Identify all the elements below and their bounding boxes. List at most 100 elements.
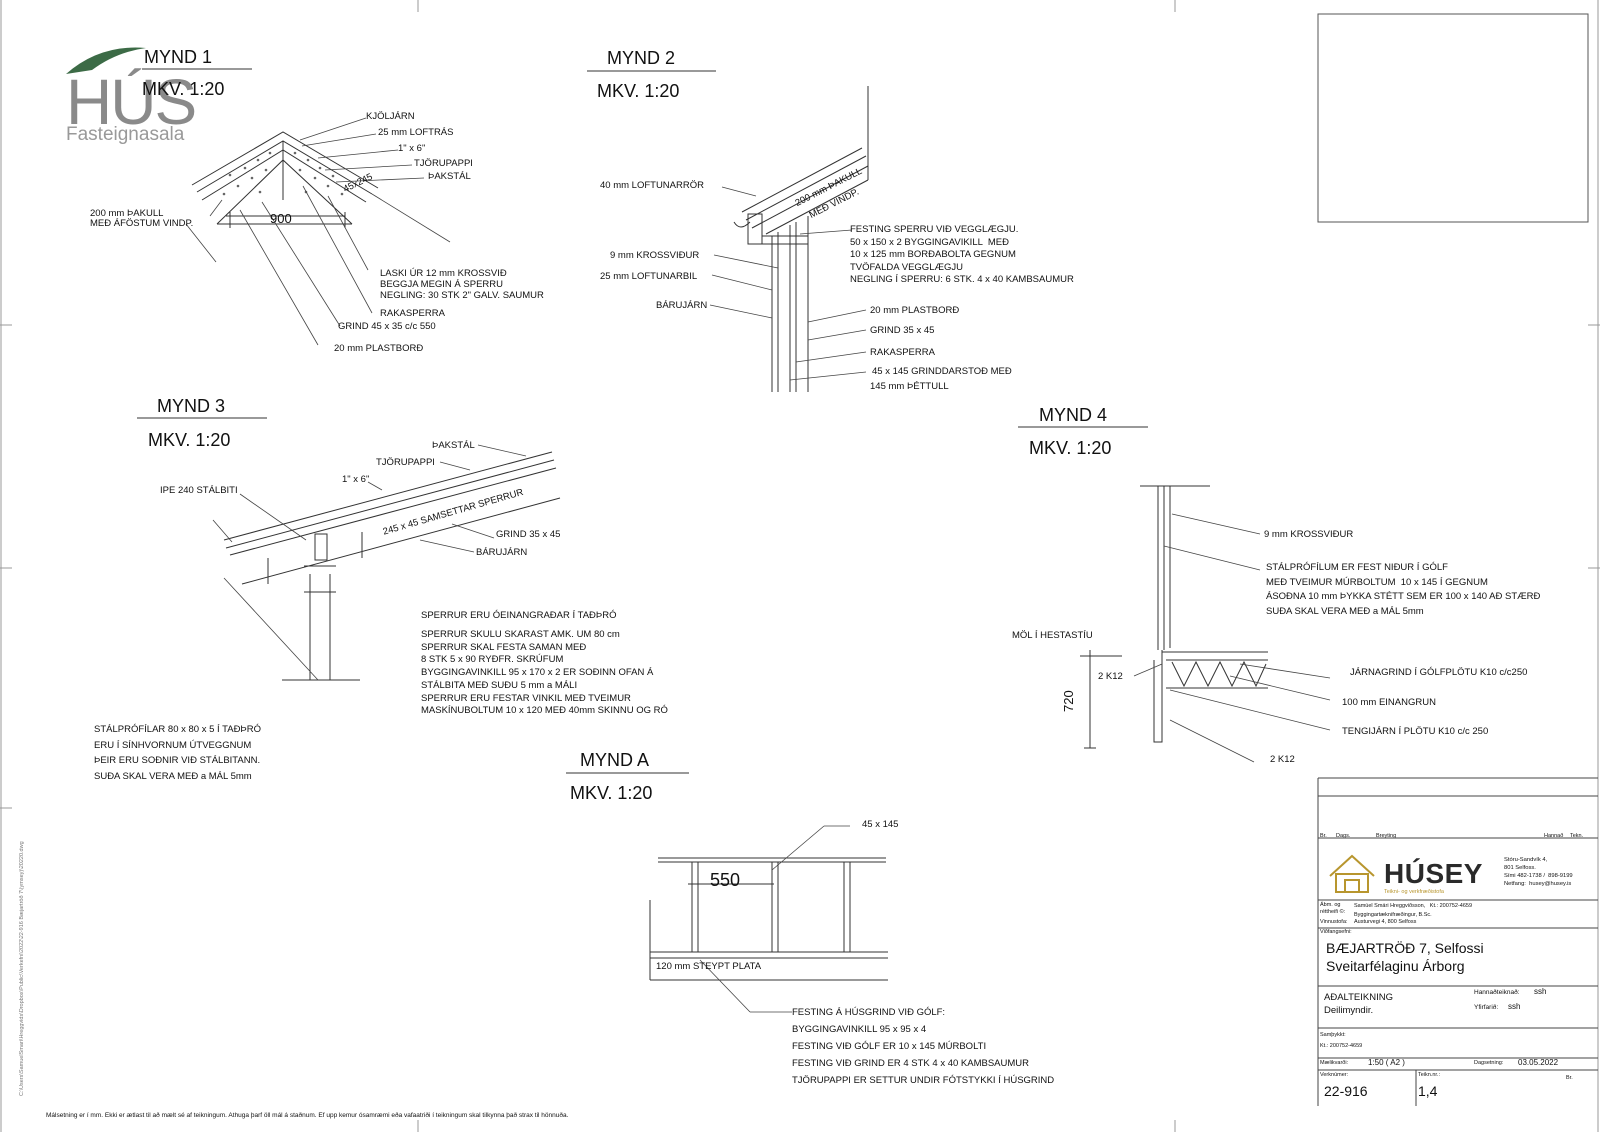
mynd3-rafter-drawing <box>223 451 561 681</box>
office-label: Vinnustofa: <box>1320 919 1348 925</box>
date-label: Dagsetning: <box>1474 1060 1504 1066</box>
mynd3-label: TJÖRUPAPPI <box>376 457 435 468</box>
myndA-label: 120 mm STEYPT PLATA <box>656 961 762 972</box>
subject-label: Viðfangsefni: <box>1320 929 1352 935</box>
drawing-type: AÐALTEIKNING <box>1324 992 1393 1003</box>
mynd2-label: 145 mm ÞÉTTULL <box>870 381 949 392</box>
mynd3-label: ÞAKSTÁL <box>432 440 475 451</box>
file-path: C:\Users\SamuelSmari\Hreggvids\Dropbox\P… <box>19 841 25 1096</box>
rev-header: Hannað <box>1544 833 1564 839</box>
mynd3-label: BÁRUJÁRN <box>476 547 528 558</box>
mynd1-label: MEÐ ÁFÖSTUM VINDP. <box>90 218 194 229</box>
mynd1-label: 25 mm LOFTRÁS <box>378 127 454 138</box>
mynd2-leaders <box>709 186 867 381</box>
approved-kt: Kt.: 200752-4659 <box>1320 1043 1363 1049</box>
logo-tagline: Fasteignasala <box>66 124 185 145</box>
rev-header: Dags. <box>1336 833 1351 839</box>
scale-value: 1:50 ( A2 ) <box>1368 1058 1405 1067</box>
myndA-scale: MKV. 1:20 <box>570 783 653 803</box>
mynd4-label: 2 K12 <box>1098 671 1123 682</box>
mynd4-slab-drawing <box>1080 485 1268 749</box>
mynd1-label: 20 mm PLASTBORÐ <box>334 343 424 354</box>
project-name: BÆJARTRÖÐ 7, Selfossi Sveitarfélaginu Ár… <box>1326 940 1484 974</box>
rev-header: Tekn. <box>1570 833 1584 839</box>
husey-house-icon <box>1329 854 1375 893</box>
mynd2-label: GRIND 35 x 45 <box>870 325 935 336</box>
designed-value: ssh <box>1534 987 1547 996</box>
mynd4-label: TENGIJÁRN Í PLÖTU K10 c/c 250 <box>1342 726 1489 737</box>
mynd2-title: MYND 2 <box>607 48 676 68</box>
footer-note: Málsetning er í mm. Ekki er ætlast til a… <box>46 1112 569 1119</box>
date-value: 03.05.2022 <box>1518 1058 1559 1067</box>
mynd3-note: STÁLPRÓFÍLAR 80 x 80 x 5 Í TAÐÞRÓ ERU Í … <box>94 724 262 782</box>
mynd2-eaves-drawing <box>733 86 869 392</box>
mynd2-label: BÁRUJÁRN <box>656 300 708 311</box>
mynd2-note: FESTING SPERRU VIÐ VEGGLÆGJU. 50 x 150 x… <box>850 224 1074 285</box>
mynd4-title: MYND 4 <box>1039 405 1108 425</box>
office-value: Austurvegi 4, 800 Selfoss <box>1354 919 1417 925</box>
mynd1-label: 200 mm ÞAKULL <box>90 208 164 219</box>
designer-label: Ábm. og réttheifi ©: <box>1320 902 1346 915</box>
designed-label: Hannaðteiknað: <box>1474 989 1520 996</box>
mynd4-label: MÖL Í HESTASTÍU <box>1012 630 1093 641</box>
mynd1-label: 1" x 6" <box>398 143 426 154</box>
mynd1-label: TJÖRUPAPPI <box>414 158 473 169</box>
mynd1-title: MYND 1 <box>144 47 213 67</box>
myndA-floor-drawing <box>649 857 888 981</box>
approved-label: Samþykkt: <box>1320 1032 1346 1038</box>
myndA-title: MYND A <box>580 750 650 770</box>
mynd3-leaders <box>212 444 527 681</box>
myndA-label: 45 x 145 <box>862 819 899 830</box>
mynd1-label: NEGLING: 30 STK 2" GALV. SAUMUR <box>380 290 544 301</box>
mynd4-label: 9 mm KROSSVIÐUR <box>1264 529 1354 540</box>
mynd1-label: KJÖLJÁRN <box>366 111 415 122</box>
mynd2-label: 25 mm LOFTUNARBIL <box>600 271 698 282</box>
rev-header: Breyting <box>1376 833 1397 839</box>
mynd3-label: 1" x 6" <box>342 474 370 485</box>
scale-label: Mælikvarði: <box>1320 1060 1349 1066</box>
mynd3-note: SPERRUR ERU ÓEINANGRAÐAR Í TAÐÞRÓ <box>421 610 617 621</box>
mynd1-label: ÞAKSTÁL <box>428 171 471 182</box>
view-title-underlines <box>137 68 1148 774</box>
husey-subtitle: Teikni- og verkfræðistofa <box>1384 889 1444 895</box>
mynd1-hatch <box>222 151 344 196</box>
mynd2-label: RAKASPERRA <box>870 347 935 358</box>
logo-wordmark: HÚS <box>66 66 197 138</box>
mynd4-note: STÁLPRÓFÍLUM ER FEST NIÐUR Í GÓLF MEÐ TV… <box>1266 562 1541 617</box>
mynd3-label: IPE 240 STÁLBITI <box>160 485 238 496</box>
rev-header: Br. <box>1320 833 1327 839</box>
myndA-note: FESTING Á HÚSGRIND VIÐ GÓLF: BYGGINGAVIN… <box>792 1007 1055 1086</box>
mynd1-scale: MKV. 1:20 <box>142 79 225 99</box>
mynd1-dimension: 900 <box>270 211 292 226</box>
designer-value: Samúel Smári Hreggviðsson, Kt.: 200752-4… <box>1354 903 1473 918</box>
mynd2-label: 40 mm LOFTUNARRÖR <box>600 180 704 191</box>
stamp-box <box>1317 13 1589 223</box>
mynd4-leaders <box>1133 513 1331 763</box>
mynd4-scale: MKV. 1:20 <box>1029 438 1112 458</box>
mynd1-label: LASKI ÚR 12 mm KROSSVIÐ <box>380 268 507 279</box>
mynd1-label: BEGGJA MEGIN Á SPERRU <box>380 279 503 290</box>
logo-leaf-icon <box>66 47 146 74</box>
checked-value: ssh <box>1508 1002 1521 1011</box>
mynd4-label: JÁRNAGRIND Í GÓLFPLÖTU K10 c/c250 <box>1350 667 1528 678</box>
husey-wordmark: HÚSEY <box>1384 858 1483 889</box>
drawing-no-label: Teikn.nr.: <box>1418 1072 1441 1078</box>
mynd2-label: 45 x 145 GRINDDARSTOÐ MEÐ <box>872 366 1012 377</box>
mynd2-scale: MKV. 1:20 <box>597 81 680 101</box>
drawing-number: 1,4 <box>1418 1083 1438 1099</box>
mynd4-label: 2 K12 <box>1270 754 1295 765</box>
job-label: Verknúmer: <box>1320 1072 1349 1078</box>
mynd1-label: RAKASPERRA <box>380 308 445 319</box>
checked-label: Yfirfarið: <box>1474 1004 1499 1011</box>
mynd3-title: MYND 3 <box>157 396 226 416</box>
company-address: Stóru-Sandvík 4, 801 Selfoss. Sími 482-1… <box>1504 857 1573 887</box>
mynd2-label: 20 mm PLASTBORÐ <box>870 305 960 316</box>
myndA-leaders <box>699 825 850 1013</box>
drawing-subtitle: Deilimyndir. <box>1324 1005 1374 1016</box>
mynd3-scale: MKV. 1:20 <box>148 430 231 450</box>
mynd4-dimension: 720 <box>1061 690 1076 712</box>
myndA-dimension: 550 <box>710 870 741 890</box>
title-block-frame <box>1317 777 1598 1106</box>
